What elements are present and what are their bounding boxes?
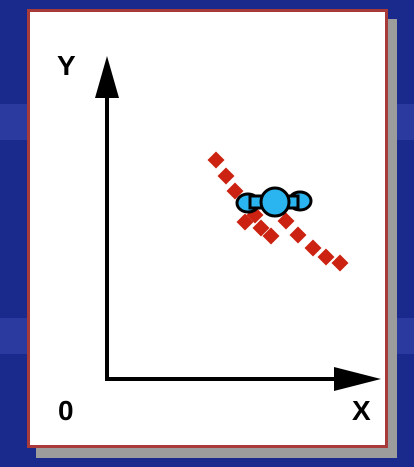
x-axis-arrow [334,367,381,391]
point [207,151,225,169]
y-axis-label: Y [57,50,76,81]
point [252,219,270,237]
y-axis-arrow [95,56,119,98]
point [331,254,349,272]
point [217,167,235,185]
point [262,227,280,245]
x-axis-label: X [352,395,371,426]
point [317,248,335,266]
point [236,213,254,231]
diagram-frame [27,9,388,448]
point [304,239,322,257]
point [226,182,244,200]
point [289,226,307,244]
point [277,212,295,230]
origin-label: 0 [58,395,74,426]
satellite-icon [235,186,313,218]
